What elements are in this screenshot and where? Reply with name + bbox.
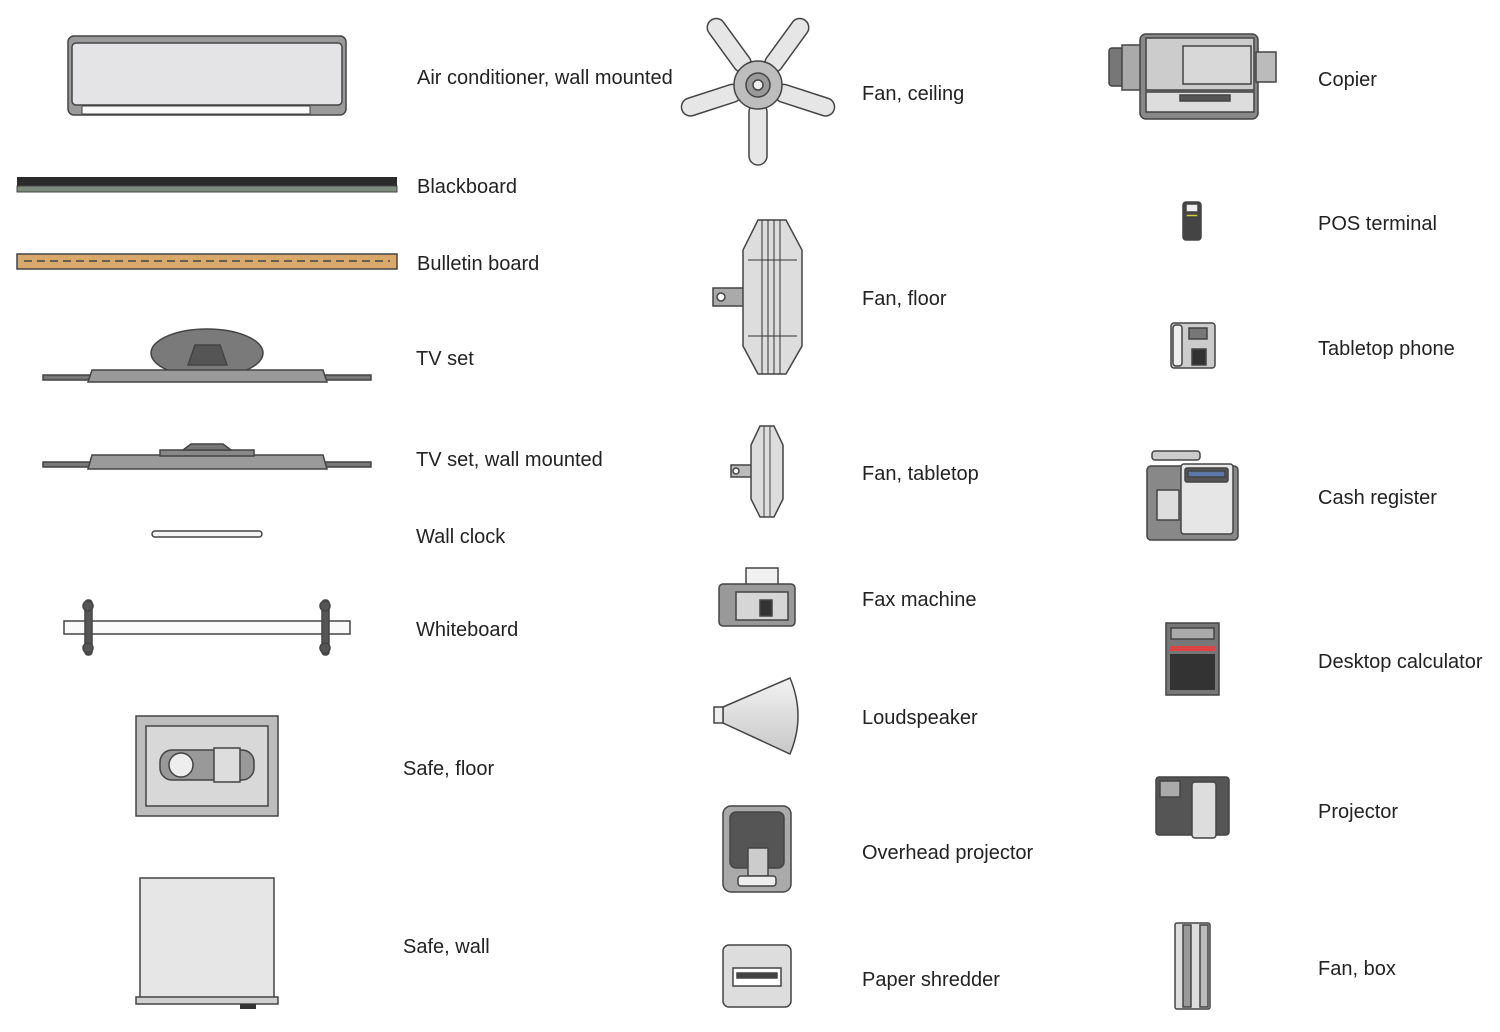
- label-fan-floor: Fan, floor: [862, 288, 947, 310]
- label-loudspeaker: Loudspeaker: [862, 707, 978, 729]
- copier-icon[interactable]: [1108, 33, 1277, 120]
- whiteboard-icon[interactable]: [63, 599, 351, 656]
- label-blackboard: Blackboard: [417, 176, 518, 198]
- blackboard-icon[interactable]: [16, 177, 398, 193]
- fan-ceiling-icon[interactable]: [679, 15, 837, 166]
- label-tv-set-wall: TV set, wall mounted: [416, 449, 603, 471]
- label-cash-register: Cash register: [1318, 487, 1437, 509]
- loudspeaker-icon[interactable]: [713, 677, 799, 756]
- label-safe-wall: Safe, wall: [403, 936, 490, 958]
- cash-register-icon[interactable]: [1146, 450, 1239, 541]
- projector-icon[interactable]: [1155, 776, 1230, 839]
- label-projector: Projector: [1318, 801, 1399, 823]
- tv-set-icon[interactable]: [42, 328, 372, 383]
- label-whiteboard: Whiteboard: [416, 619, 519, 641]
- safe-wall-icon[interactable]: [135, 877, 279, 1009]
- label-tabletop-phone: Tabletop phone: [1318, 338, 1455, 360]
- tabletop-phone-icon[interactable]: [1170, 322, 1216, 369]
- label-fax-machine: Fax machine: [862, 589, 977, 611]
- label-fan-ceiling: Fan, ceiling: [862, 83, 965, 105]
- safe-floor-icon[interactable]: [135, 715, 279, 817]
- label-fan-box: Fan, box: [1318, 958, 1396, 980]
- fan-floor-icon[interactable]: [712, 219, 803, 375]
- label-pos-terminal: POS terminal: [1318, 213, 1437, 235]
- air-conditioner-icon[interactable]: [67, 35, 347, 116]
- pos-terminal-icon[interactable]: [1182, 201, 1202, 241]
- label-wall-clock: Wall clock: [416, 526, 506, 548]
- fan-box-icon[interactable]: [1174, 922, 1211, 1010]
- label-air-conditioner: Air conditioner, wall mounted: [417, 67, 673, 89]
- label-fan-tabletop: Fan, tabletop: [862, 463, 979, 485]
- label-safe-floor: Safe, floor: [403, 758, 495, 780]
- label-copier: Copier: [1318, 69, 1377, 91]
- label-tv-set: TV set: [416, 348, 474, 370]
- label-desktop-calculator: Desktop calculator: [1318, 651, 1483, 673]
- label-paper-shredder: Paper shredder: [862, 969, 1000, 991]
- overhead-projector-icon[interactable]: [722, 805, 792, 893]
- label-bulletin-board: Bulletin board: [417, 253, 540, 275]
- fan-tabletop-icon[interactable]: [730, 425, 784, 518]
- label-overhead-projector: Overhead projector: [862, 842, 1034, 864]
- tv-set-wall-mounted-icon[interactable]: [42, 443, 372, 470]
- wall-clock-icon[interactable]: [151, 530, 263, 538]
- bulletin-board-icon[interactable]: [16, 253, 398, 270]
- paper-shredder-icon[interactable]: [722, 944, 792, 1008]
- desktop-calculator-icon[interactable]: [1165, 622, 1220, 696]
- fax-machine-icon[interactable]: [718, 567, 796, 627]
